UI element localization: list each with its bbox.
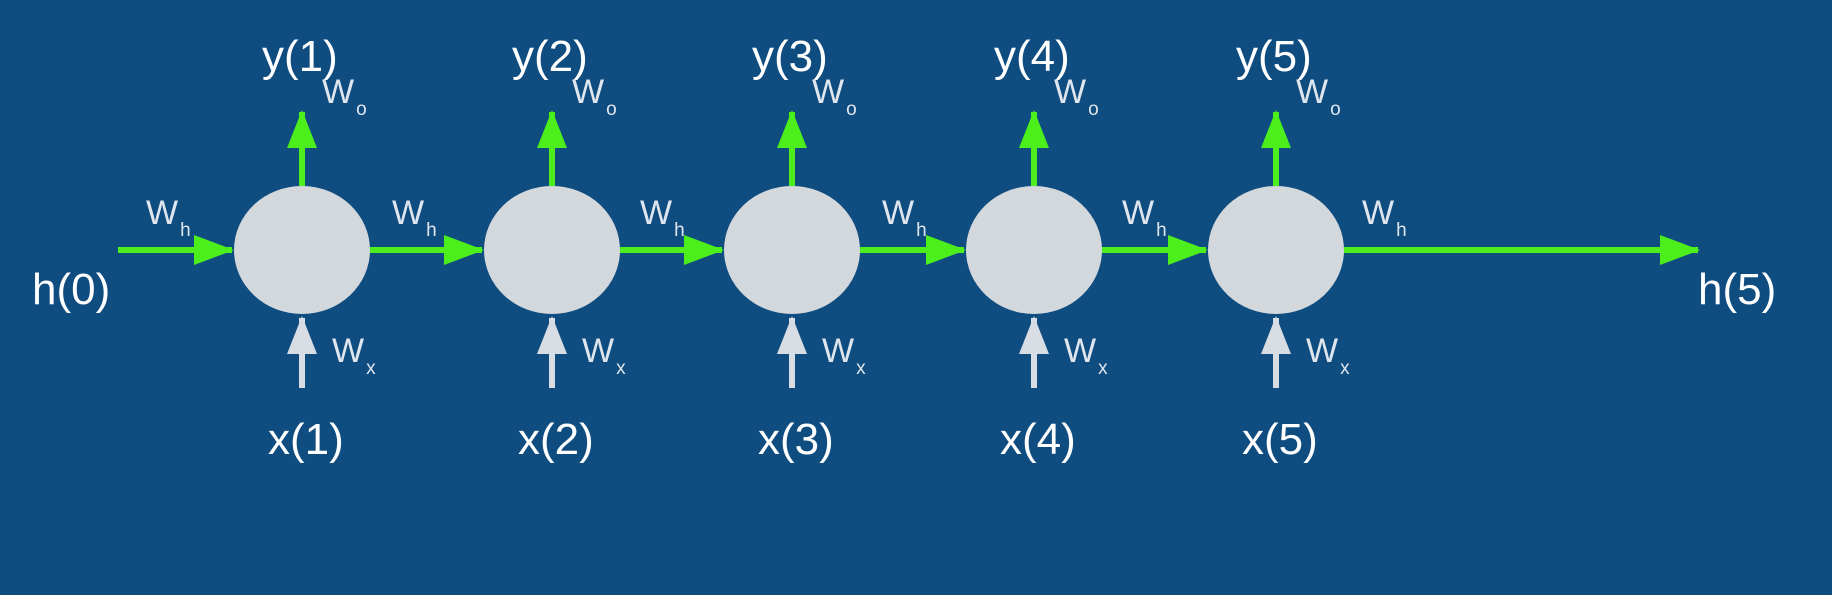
output-label: y(2) (512, 32, 588, 81)
input-label: x(4) (1000, 415, 1076, 464)
rnn-cell-node (724, 186, 860, 314)
input-label: x(1) (268, 415, 344, 464)
rnn-cell-node (1208, 186, 1344, 314)
output-label: y(4) (994, 32, 1070, 81)
rnn-cell-node (484, 186, 620, 314)
output-label: y(3) (752, 32, 828, 81)
output-label: y(1) (262, 32, 338, 81)
initial-state-label: h(0) (32, 265, 110, 314)
output-label: y(5) (1236, 32, 1312, 81)
final-state-label: h(5) (1698, 265, 1776, 314)
rnn-cell-node (234, 186, 370, 314)
input-label: x(3) (758, 415, 834, 464)
input-label: x(2) (518, 415, 594, 464)
input-label: x(5) (1242, 415, 1318, 464)
rnn-cell-node (966, 186, 1102, 314)
